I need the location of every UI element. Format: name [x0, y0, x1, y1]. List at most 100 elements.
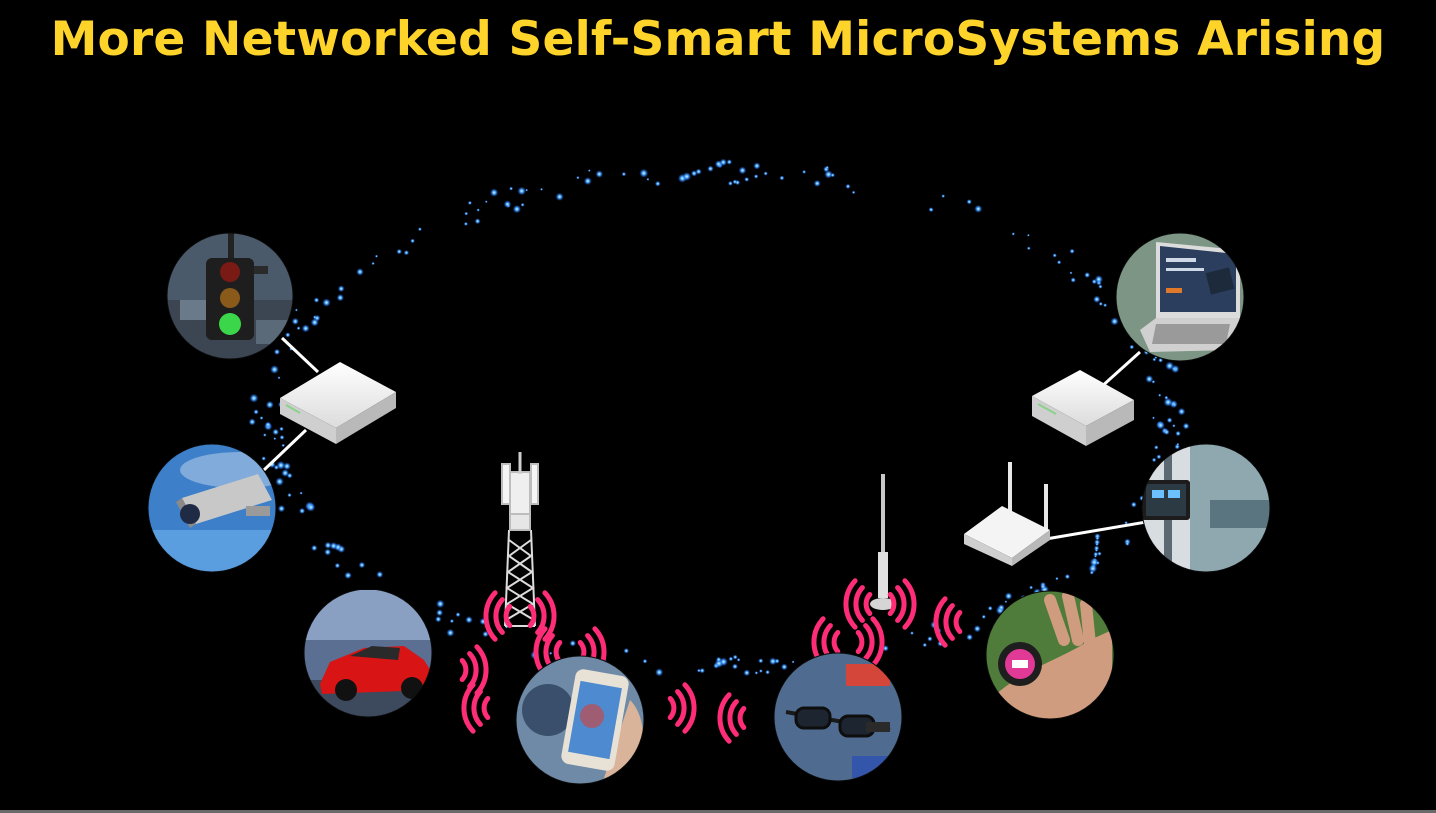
network-dot	[311, 544, 318, 552]
network-dot	[1163, 428, 1170, 436]
network-dot	[403, 250, 410, 256]
network-dot	[642, 658, 648, 664]
network-dot	[449, 619, 454, 624]
network-dot	[356, 268, 364, 276]
network-dot	[1158, 393, 1162, 397]
network-dot	[623, 648, 630, 654]
network-dot	[1064, 573, 1071, 580]
network-dot	[476, 208, 480, 212]
network-dot	[1055, 576, 1059, 581]
network-dot	[525, 188, 529, 192]
network-dot	[576, 176, 580, 180]
network-dot	[410, 238, 415, 244]
network-dot	[1130, 501, 1137, 508]
signal-arc	[474, 644, 489, 696]
network-dot	[312, 315, 317, 320]
network-dot	[1056, 260, 1062, 265]
network-dot	[1166, 417, 1173, 424]
network-dot	[753, 174, 759, 179]
network-dot	[639, 168, 649, 178]
network-dot	[987, 605, 993, 611]
network-dot	[465, 616, 473, 624]
signal-arc	[737, 706, 747, 730]
network-dot	[374, 254, 379, 258]
link-home-router	[1039, 520, 1147, 542]
network-dot	[1145, 375, 1154, 383]
network-dot	[1172, 424, 1176, 428]
network-dot	[928, 207, 934, 213]
network-dot	[655, 668, 664, 677]
network-dot	[435, 616, 442, 623]
network-dot	[313, 297, 320, 303]
network-dot	[1154, 445, 1159, 450]
network-dot	[758, 658, 764, 664]
network-dot	[1182, 422, 1190, 430]
network-dot	[287, 492, 292, 498]
signal-arc	[933, 596, 948, 648]
signal-arc	[855, 630, 865, 654]
network-dot	[371, 261, 375, 266]
network-dot	[779, 175, 785, 181]
link-camera-gateway	[262, 428, 308, 472]
network-dot	[264, 421, 272, 428]
network-dot	[744, 176, 750, 182]
smartphone-node	[516, 656, 644, 784]
signal-arc	[863, 592, 873, 616]
smart-home-panel-node	[1142, 444, 1270, 572]
network-dot	[301, 324, 310, 333]
network-dot	[1027, 233, 1030, 237]
network-dot	[273, 348, 281, 355]
network-dot	[249, 393, 259, 403]
network-dot	[322, 298, 331, 307]
network-dot	[446, 628, 455, 637]
network-dot	[763, 171, 768, 176]
network-dot	[1177, 407, 1186, 416]
network-dot	[467, 200, 472, 205]
network-links	[262, 336, 1147, 542]
network-dot	[1089, 570, 1094, 575]
signal-arc	[459, 658, 469, 682]
network-dot	[719, 158, 727, 166]
network-dot	[621, 171, 627, 177]
network-dot	[277, 376, 281, 380]
network-dot	[727, 180, 733, 186]
network-dot	[1158, 357, 1164, 363]
network-dot	[436, 599, 445, 609]
network-dot	[738, 166, 747, 175]
signal-arc	[553, 640, 563, 664]
network-dot	[802, 169, 807, 174]
network-dot	[1084, 272, 1091, 278]
network-dot	[769, 657, 777, 666]
signal-arc	[667, 696, 677, 720]
network-dot	[299, 491, 303, 495]
network-dot	[1096, 561, 1100, 565]
smart-glasses-icon	[785, 706, 891, 738]
network-dot	[1069, 271, 1073, 275]
network-dot	[825, 165, 829, 170]
network-dot	[1094, 554, 1097, 558]
network-dot	[791, 660, 795, 664]
network-dot	[509, 186, 514, 191]
gateway-box-left	[280, 362, 396, 444]
signal-arc	[461, 682, 476, 734]
wifi-router	[964, 462, 1050, 566]
signal-arc	[481, 696, 491, 720]
sports-car-node	[304, 590, 432, 717]
network-dot	[272, 428, 280, 436]
network-dot	[845, 183, 851, 189]
network-dot	[910, 631, 914, 635]
network-dot	[1004, 592, 1013, 600]
network-dot	[285, 332, 291, 338]
network-dot	[1172, 366, 1177, 371]
network-dot	[336, 294, 344, 302]
network-dot	[463, 221, 468, 226]
network-dot	[697, 668, 701, 673]
network-dot	[1176, 442, 1180, 446]
network-dot	[997, 604, 1005, 612]
network-dot	[1070, 277, 1076, 283]
network-dot	[1125, 541, 1130, 546]
signal-arc	[943, 603, 955, 641]
network-dot	[973, 625, 981, 633]
network-dot	[503, 200, 512, 208]
